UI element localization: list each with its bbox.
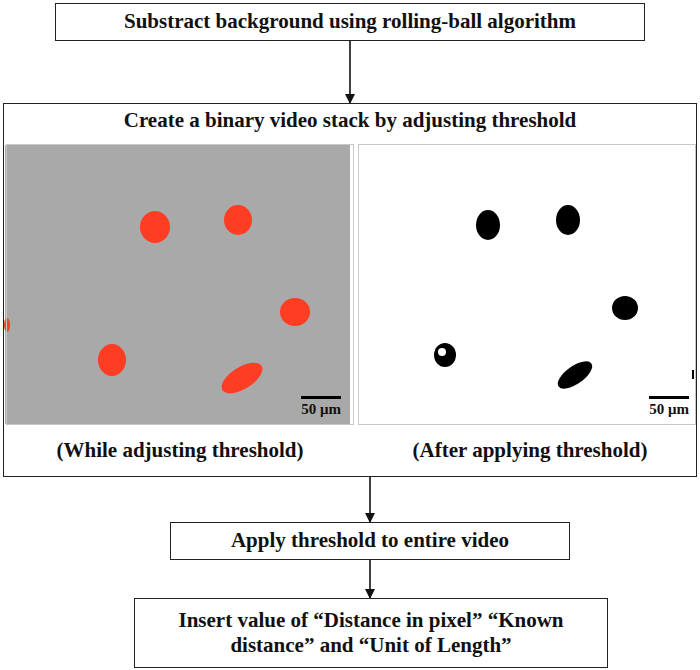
image-panel: 50 μm [358, 144, 696, 425]
process-box: Substract background using rolling-ball … [55, 3, 645, 41]
scale-bar-label: 50 μm [649, 396, 689, 418]
cell-hole [438, 348, 446, 356]
flow-arrow [369, 477, 371, 522]
flow-arrow [349, 41, 351, 103]
step-text: Apply threshold to entire video [231, 528, 509, 553]
group-box: Create a binary video stack by adjusting… [3, 103, 697, 477]
step-text: Substract background using rolling-ball … [124, 9, 576, 34]
flow-arrow [369, 560, 371, 598]
scale-bar-label: 50 μm [301, 396, 341, 418]
grey-frame [5, 145, 350, 424]
image-panel: 50 μm [6, 144, 354, 425]
binary-frame [357, 145, 695, 424]
red-cells [4, 205, 310, 400]
process-box: Apply threshold to entire video [170, 522, 570, 560]
binary-cells [434, 205, 694, 394]
panel-caption: (While adjusting threshold) [57, 438, 304, 463]
step-text: Insert value of “Distance in pixel” “Kno… [143, 608, 599, 658]
group-heading: Create a binary video stack by adjusting… [4, 108, 696, 133]
panel-caption: (After applying threshold) [413, 438, 648, 463]
process-box: Insert value of “Distance in pixel” “Kno… [134, 598, 608, 668]
